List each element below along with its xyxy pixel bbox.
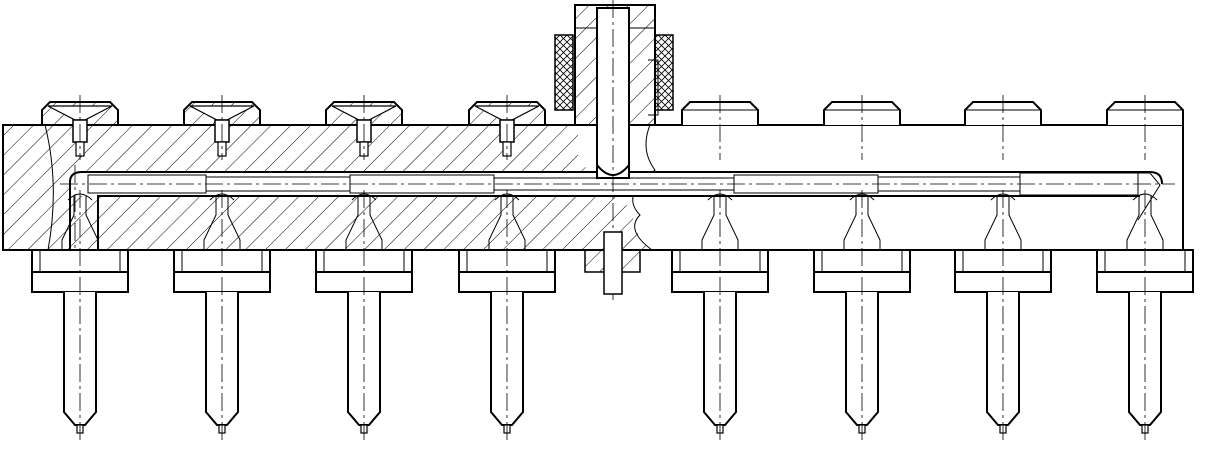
nozzle-5 xyxy=(671,190,769,440)
clamp-bolt-2 xyxy=(183,95,261,160)
nozzle-3 xyxy=(315,190,413,440)
clamp-bolt-7 xyxy=(964,95,1042,160)
clamp-bolt-6 xyxy=(823,95,901,160)
nozzle-6 xyxy=(813,190,911,440)
clamp-bolt-4 xyxy=(468,95,546,160)
clamp-bolt-8 xyxy=(1106,95,1184,160)
sprue-bushing xyxy=(554,0,674,300)
nozzle-7 xyxy=(954,190,1052,440)
nozzle-2 xyxy=(173,190,271,440)
left-end-curve xyxy=(44,124,54,251)
clamp-bolt-1 xyxy=(41,95,119,160)
clamp-bolt-3 xyxy=(325,95,403,160)
heater-band-left xyxy=(554,34,574,111)
runner-channel xyxy=(60,165,1175,250)
nozzle-1 xyxy=(31,190,129,440)
locating-pin xyxy=(603,231,623,295)
nozzle-8 xyxy=(1096,190,1194,440)
nozzle-4 xyxy=(458,190,556,440)
clamp-bolt-5 xyxy=(681,95,759,160)
